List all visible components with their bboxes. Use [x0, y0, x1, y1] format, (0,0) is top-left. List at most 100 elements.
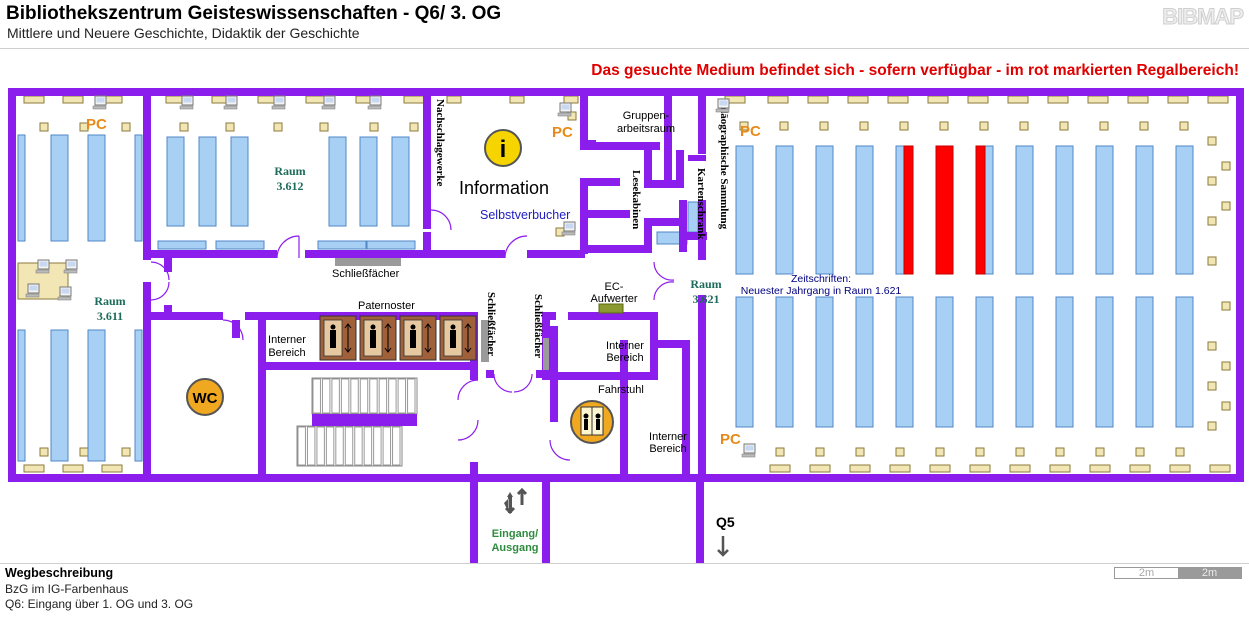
elevator-label: Fahrstuhl [598, 384, 644, 396]
internal-area-label: Bereich [649, 443, 686, 455]
desk [1015, 447, 1025, 457]
shelf [230, 136, 249, 227]
paleography-label: Paläographische Sammlung [718, 98, 730, 230]
lockers-vertical-label: Schließfächer [485, 292, 497, 356]
room-label-3621-line2: 3.621 [693, 292, 720, 306]
desk [563, 95, 579, 104]
desk [1207, 216, 1217, 226]
desk [39, 447, 49, 457]
person-body [330, 330, 336, 348]
desk [927, 95, 949, 104]
shelf [1015, 145, 1034, 275]
shelf [391, 136, 410, 227]
lockers-vertical-label: Schließfächer [532, 294, 544, 358]
desk [1207, 176, 1217, 186]
desk [179, 122, 189, 132]
pc-screen [745, 445, 754, 451]
desk [1099, 121, 1109, 131]
desk [1207, 136, 1217, 146]
shelf [775, 296, 794, 428]
pc-icon [741, 443, 756, 458]
pc-keyboard [557, 112, 572, 117]
journals-label: Neuester Jahrgang in Raum 1.621 [741, 285, 902, 297]
paternoster-label: Paternoster [358, 300, 415, 312]
desk [1221, 161, 1231, 171]
shelf-group [17, 134, 1194, 462]
pc-screen [183, 97, 192, 103]
shelf [1055, 145, 1074, 275]
internal-area-label: Interner [268, 334, 306, 346]
route-description-line: Q6: Eingang über 1. OG und 3. OG [5, 597, 194, 611]
room-label-3621-line1: Raum [690, 277, 721, 291]
pc-keyboard [92, 105, 107, 110]
locker-block-2 [481, 320, 489, 362]
desk [815, 447, 825, 457]
pc-screen [67, 261, 76, 267]
pc-icon [35, 259, 50, 274]
desk [62, 464, 84, 473]
group-room-label: Gruppen- [623, 110, 670, 122]
shelf [895, 296, 914, 428]
page-subtitle: Mittlere und Neuere Geschichte, Didaktik… [7, 25, 360, 41]
internal-area-label: Bereich [268, 347, 305, 359]
stair-step [312, 378, 321, 414]
footer-divider [0, 563, 1249, 564]
entrance-label: Ausgang [491, 542, 538, 554]
pc-keyboard [561, 231, 576, 236]
desk [929, 464, 951, 473]
desk [1139, 121, 1149, 131]
stair-step [359, 378, 369, 414]
stair-step [397, 378, 407, 414]
reference-works-label: Nachschlagewerke [434, 99, 446, 186]
pc-screen [96, 97, 105, 103]
pc-keyboard [715, 108, 730, 113]
desk [979, 121, 989, 131]
pc-icon [271, 95, 286, 110]
stair-step [378, 378, 388, 414]
shelf [975, 296, 994, 428]
desk [847, 95, 869, 104]
ec-charger-label: EC- [605, 281, 624, 293]
desk [1167, 95, 1189, 104]
shelf [735, 296, 754, 428]
group-room-label: arbeitsraum [617, 123, 675, 135]
desk [809, 464, 831, 473]
stair-step [363, 426, 373, 466]
stair-step [340, 378, 350, 414]
shelf [1175, 296, 1194, 428]
elevator-icon [570, 400, 614, 444]
pc-screen [371, 97, 380, 103]
desk [1207, 341, 1217, 351]
shelf [157, 240, 207, 250]
desk [409, 122, 419, 132]
page-title: Bibliothekszentrum Geisteswissenschaften… [6, 3, 502, 24]
desk [1049, 464, 1071, 473]
pc-icon [715, 98, 730, 113]
desk-group [17, 95, 1231, 473]
desk [1175, 447, 1185, 457]
desk [1087, 95, 1109, 104]
desk [101, 464, 123, 473]
shelf [1135, 145, 1154, 275]
desk [899, 121, 909, 131]
pc-keyboard [741, 453, 756, 458]
desk [739, 121, 749, 131]
svg-text:i: i [500, 136, 507, 163]
desk [807, 95, 829, 104]
pc-screen [325, 97, 334, 103]
desk [975, 447, 985, 457]
stair-step [392, 426, 401, 466]
desk [273, 122, 283, 132]
stair-step [331, 378, 340, 414]
pc-screen [561, 104, 570, 110]
pc-keyboard [271, 105, 286, 110]
shelf [198, 136, 217, 227]
desk [1059, 121, 1069, 131]
person-head [450, 324, 456, 330]
desk [369, 122, 379, 132]
shelf [775, 145, 794, 275]
pc-screen [719, 100, 728, 106]
desk [849, 464, 871, 473]
internal-area-label: Interner [649, 431, 687, 443]
shelf [815, 296, 834, 428]
